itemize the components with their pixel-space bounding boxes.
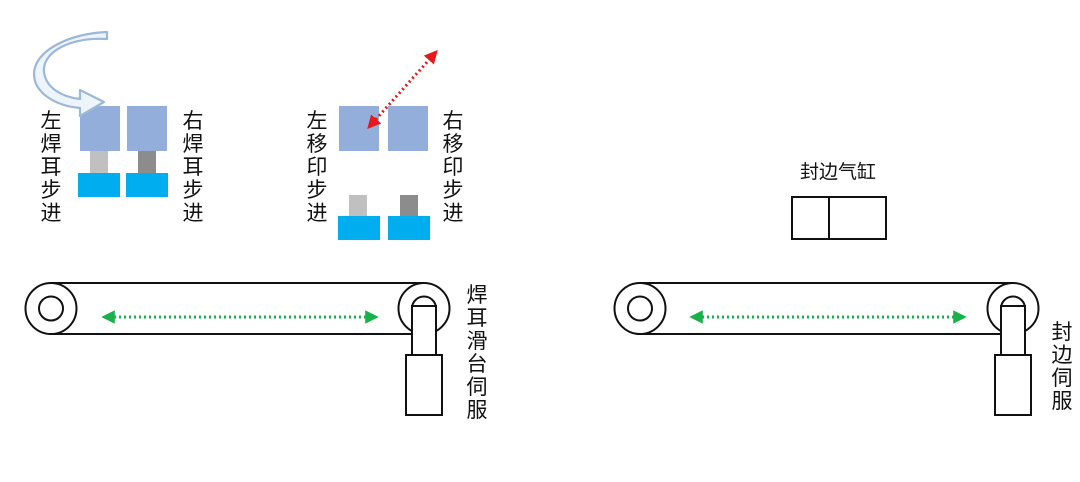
left-stamp-base (338, 216, 380, 240)
left-weld-block (80, 106, 120, 151)
weld-slide-servo-label: 焊耳滑台伺服 (467, 283, 488, 422)
weld-slide-conveyor (24, 282, 451, 416)
weld-ear-step-group (32, 30, 168, 197)
right-weld-step-label: 右焊耳步进 (183, 109, 204, 225)
right-weld-block (127, 106, 167, 151)
seal-cylinder-label: 封边气缸 (800, 161, 876, 183)
seal-conveyor (613, 282, 1040, 416)
right-stamp-step-label: 右移印步进 (443, 109, 464, 225)
seal-cylinder-body (791, 196, 887, 240)
left-stamp-step-label: 左移印步进 (307, 109, 328, 225)
servo-motor (994, 354, 1032, 416)
curved-rotation-arrow-icon (32, 30, 109, 118)
right-weld-base (126, 173, 168, 197)
left-weld-rod (90, 151, 108, 173)
seal-servo-label: 封边伺服 (1052, 320, 1073, 413)
seal-cylinder (791, 196, 887, 240)
left-pulley-hub (627, 295, 653, 322)
servo-coupling (411, 305, 437, 357)
left-weld-base (78, 173, 120, 197)
left-pulley-hub (38, 295, 64, 322)
servo-motor (405, 354, 443, 416)
left-stamp-rod (349, 195, 367, 216)
right-stamp-base (388, 216, 430, 240)
right-stamp-block (388, 106, 428, 151)
diagonal-double-arrow-icon (367, 49, 438, 130)
left-weld-step-label: 左焊耳步进 (41, 109, 62, 225)
servo-coupling (1000, 305, 1026, 357)
stamp-step-group (338, 49, 438, 240)
right-weld-rod (138, 151, 156, 173)
right-stamp-rod (400, 195, 418, 216)
left-stamp-block (339, 106, 379, 151)
